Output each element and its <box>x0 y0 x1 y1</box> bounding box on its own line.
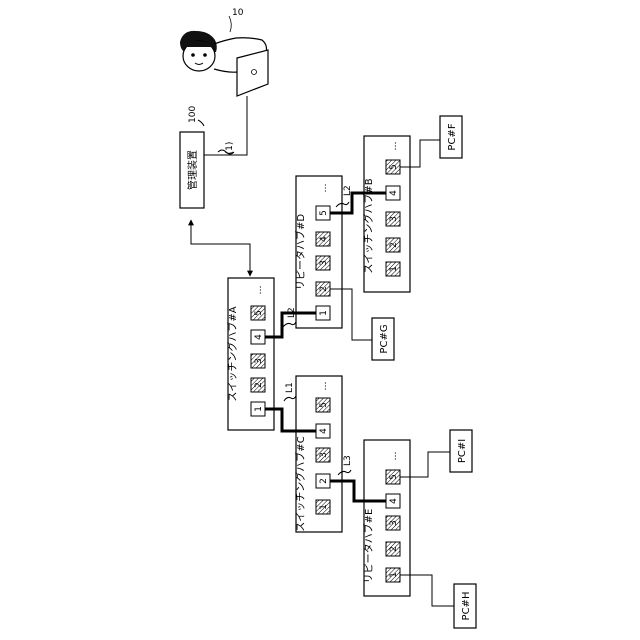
pc-h-label: PC#H <box>461 592 472 621</box>
l1-leader <box>284 396 296 401</box>
svg-text:…: … <box>254 286 264 295</box>
svg-text:3: 3 <box>389 520 399 526</box>
svg-text:5: 5 <box>389 164 399 170</box>
svg-text:4: 4 <box>319 236 329 242</box>
link-l3-label: L3 <box>343 455 353 466</box>
l2-a-leader <box>283 322 296 327</box>
pc-g-label: PC#G <box>379 324 390 353</box>
svg-text:…: … <box>389 142 399 151</box>
management-device-label: 管理装置 <box>186 150 199 190</box>
link-l1-label: L1 <box>285 382 295 393</box>
svg-text:5: 5 <box>319 210 329 216</box>
svg-text:1: 1 <box>319 504 329 510</box>
link-l2-b-label: L2 <box>343 185 353 196</box>
svg-text:3: 3 <box>254 358 264 364</box>
svg-text:2: 2 <box>319 478 329 484</box>
svg-text:1: 1 <box>389 266 399 272</box>
svg-text:2: 2 <box>389 242 399 248</box>
repeater-hub-e-label: リピータハブ#E <box>362 509 375 584</box>
svg-text:3: 3 <box>389 216 399 222</box>
svg-text:1: 1 <box>319 310 329 316</box>
link-l2-a-label: L2 <box>287 307 297 318</box>
svg-text:5: 5 <box>389 474 399 480</box>
management-switch-a-link <box>191 220 250 276</box>
switching-hub-c-label: スイッチングハブ#C <box>294 436 307 531</box>
svg-text:5: 5 <box>319 402 329 408</box>
pc-f-label: PC#F <box>447 123 458 150</box>
switching-hub-a-label: スイッチングハブ#A <box>226 306 239 401</box>
svg-text:4: 4 <box>254 334 264 340</box>
svg-text:3: 3 <box>319 452 329 458</box>
svg-text:…: … <box>319 382 329 391</box>
svg-text:4: 4 <box>319 428 329 434</box>
pc-i-label: PC#I <box>457 439 468 463</box>
repeater-hub-d-label: リピータハブ#D <box>294 214 307 290</box>
svg-text:1: 1 <box>254 406 264 412</box>
svg-text:5: 5 <box>254 310 264 316</box>
user-with-laptop-icon: 10 <box>180 8 268 96</box>
svg-text:2: 2 <box>254 382 264 388</box>
ref-leader <box>198 120 204 126</box>
management-device-ref: 100 <box>188 106 198 123</box>
user-ref-label: 10 <box>232 8 244 18</box>
svg-text:…: … <box>319 184 329 193</box>
svg-text:4: 4 <box>389 498 399 504</box>
svg-text:4: 4 <box>389 190 399 196</box>
svg-text:2: 2 <box>389 546 399 552</box>
svg-text:…: … <box>389 452 399 461</box>
svg-text:2: 2 <box>319 286 329 292</box>
svg-text:1: 1 <box>389 572 399 578</box>
svg-text:3: 3 <box>319 260 329 266</box>
